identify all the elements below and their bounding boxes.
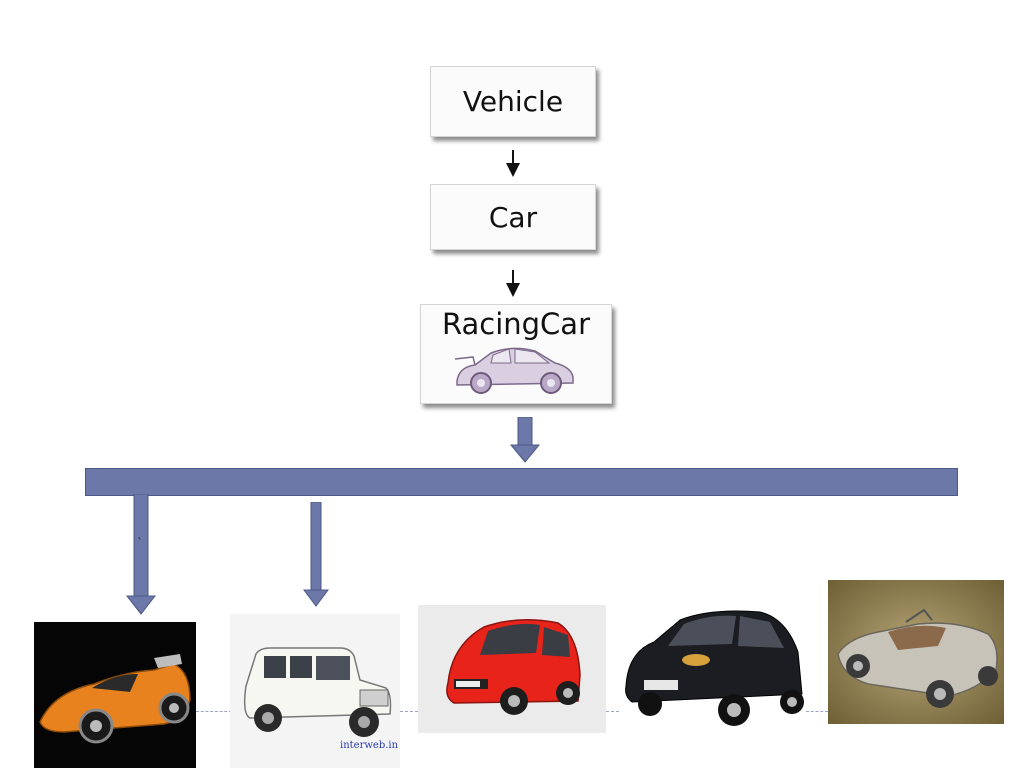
vehicle-label: Vehicle bbox=[462, 85, 564, 118]
black-hatchback-image bbox=[620, 598, 806, 728]
down-arrow-icon bbox=[506, 150, 520, 177]
dashed-line bbox=[606, 711, 624, 712]
red-nano-car-image bbox=[418, 605, 606, 733]
dashed-line bbox=[400, 711, 418, 712]
car-box: Car bbox=[430, 184, 596, 250]
racingcar-label: RacingCar bbox=[441, 307, 591, 341]
horizontal-connector-bar bbox=[85, 468, 958, 496]
tick-mark: ` bbox=[137, 536, 143, 550]
racingcar-box: RacingCar bbox=[420, 304, 612, 404]
down-arrow-icon bbox=[506, 270, 520, 297]
car-label: Car bbox=[488, 200, 538, 234]
dashed-line bbox=[196, 711, 232, 712]
connector-arrow-icon bbox=[126, 494, 156, 615]
orange-concept-car-image bbox=[34, 622, 196, 768]
dashed-line bbox=[806, 711, 828, 712]
white-suv-image: interweb.in bbox=[230, 614, 400, 768]
watermark-text: interweb.in bbox=[340, 740, 399, 751]
connector-arrow-icon bbox=[510, 417, 540, 463]
silver-roadster-image bbox=[828, 580, 1004, 724]
vehicle-box: Vehicle bbox=[430, 66, 596, 137]
connector-arrow-icon bbox=[303, 502, 329, 607]
racing-car-sketch-icon bbox=[454, 347, 574, 394]
